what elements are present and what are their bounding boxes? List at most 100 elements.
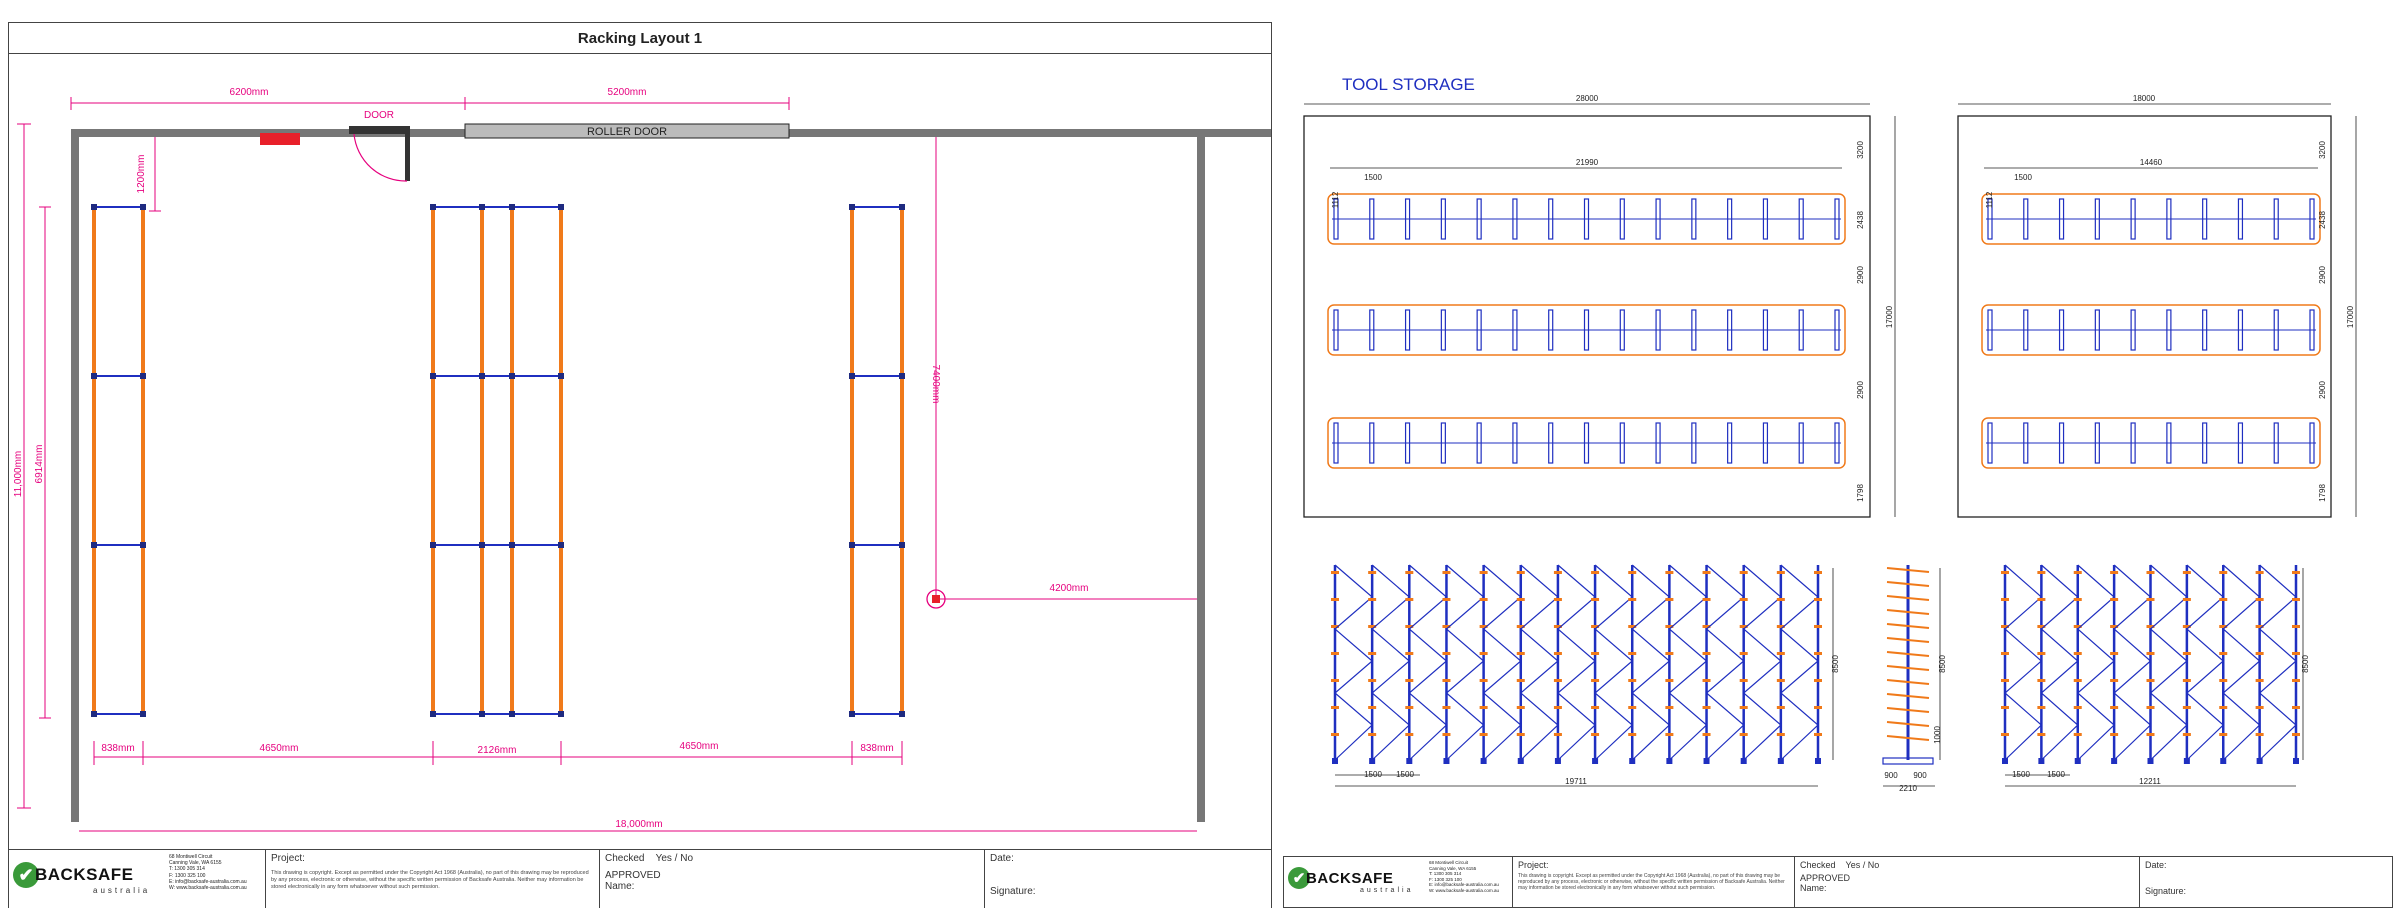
plan-rack-arm	[1440, 309, 1446, 351]
plan-rack-arm	[2273, 198, 2279, 240]
elev-arm	[1591, 598, 1600, 601]
plan-rack-arm	[1583, 309, 1590, 351]
plan-rack-arm	[2309, 198, 2315, 240]
svg-text:1798: 1798	[1856, 484, 1865, 502]
plan-rack-arm	[1727, 198, 1733, 240]
plan-rack-arm	[1655, 422, 1661, 464]
elev-arm	[1702, 679, 1711, 682]
checked-cell: Checked Yes / No APPROVED Name:	[599, 850, 984, 908]
elev-arm	[1814, 652, 1822, 655]
elev-bracing	[1482, 564, 1522, 761]
elev-bracing	[1631, 564, 1671, 761]
elev-foot	[1815, 758, 1821, 764]
elev-arm	[2001, 706, 2009, 709]
elev-arm	[1516, 706, 1525, 709]
plan-rack-arm	[1834, 198, 1840, 240]
svg-text:19711: 19711	[1565, 777, 1587, 786]
plan-rack-arm	[1583, 198, 1590, 240]
door-frame	[349, 126, 409, 134]
elev-foot	[1592, 758, 1599, 764]
rack-node	[899, 373, 905, 379]
elev-bracing	[1779, 564, 1819, 761]
plan-rack-arm	[1333, 198, 1339, 240]
rack-upright	[559, 207, 563, 714]
elev-arm	[2110, 679, 2119, 682]
elev-foot	[2074, 758, 2081, 764]
elev-foot	[1369, 758, 1376, 764]
elev-arm	[1591, 706, 1600, 709]
plan-rack-arm	[2273, 309, 2279, 351]
elev-arm	[2037, 571, 2046, 574]
elev-arm	[2255, 598, 2264, 601]
elev-arm	[1331, 679, 1339, 682]
side-arm	[1886, 609, 1930, 615]
elev-arm	[1553, 625, 1562, 628]
plan-rack-arm	[1727, 422, 1733, 464]
plan-right-outline	[1957, 115, 2332, 518]
side-base	[1882, 757, 1934, 765]
elev-arm	[2292, 652, 2300, 655]
plan-rack-arm	[1333, 309, 1339, 351]
plan-rack-arm	[1619, 198, 1625, 240]
elev-arm	[2001, 733, 2009, 736]
brand-logo: ✔ BACKSAFE australia	[13, 862, 147, 895]
elev-arm	[2001, 598, 2009, 601]
rack-node	[140, 542, 146, 548]
elev-arm	[1516, 571, 1525, 574]
elev-arm	[1739, 679, 1748, 682]
rack-upright	[480, 207, 484, 714]
svg-text:3200: 3200	[2318, 141, 2327, 159]
svg-text:2210: 2210	[1899, 784, 1917, 793]
roller-door-label: ROLLER DOOR	[587, 126, 667, 138]
elev-bracing	[1668, 564, 1708, 761]
elev-arm	[1665, 679, 1674, 682]
rack-node	[430, 542, 436, 548]
elev-arm	[2219, 625, 2228, 628]
elev-arm	[1479, 733, 1488, 736]
plan-rack-arm	[2094, 198, 2100, 240]
elev-arm	[1331, 625, 1339, 628]
elev-bracing	[1557, 564, 1596, 761]
plan-rack-arm	[1834, 309, 1840, 351]
elev-arm	[1442, 625, 1451, 628]
svg-text:1200mm: 1200mm	[136, 155, 147, 194]
svg-text:900: 900	[1884, 771, 1898, 780]
elev-arm	[2255, 706, 2264, 709]
rack-node	[849, 204, 855, 210]
svg-text:1000: 1000	[1933, 726, 1942, 744]
rack-node	[479, 373, 485, 379]
racking-layout-sheet: Racking Layout 1 ROLLER DOOR	[8, 22, 1272, 908]
plan-rack-arm	[2309, 309, 2315, 351]
elev-arm	[1814, 733, 1822, 736]
elev-arm	[1368, 598, 1377, 601]
plan-rack-row	[1981, 193, 2321, 245]
elev-bracing	[2113, 564, 2152, 761]
plan-rack-arm	[2058, 422, 2065, 464]
elev-bracing	[2258, 564, 2297, 761]
rack-node	[479, 204, 485, 210]
elev-foot	[2183, 758, 2190, 764]
elev-arm	[1331, 733, 1339, 736]
elev-arm	[2182, 706, 2191, 709]
elev-arm	[2073, 571, 2082, 574]
project-cell: Project: This drawing is copyright. Exce…	[265, 850, 599, 908]
elev-arm	[1479, 625, 1488, 628]
elev-arm	[1628, 625, 1637, 628]
elev-arm	[2182, 571, 2191, 574]
rack-node	[509, 711, 515, 717]
elev-foot	[1480, 758, 1487, 764]
elev-foot	[2002, 758, 2008, 764]
elev-arm	[1368, 733, 1377, 736]
elev-arm	[2110, 706, 2119, 709]
elev-arm	[1553, 598, 1562, 601]
elev-arm	[1553, 706, 1562, 709]
elev-arm	[1702, 733, 1711, 736]
elev-arm	[2037, 652, 2046, 655]
elev-foot	[2038, 758, 2045, 764]
plan-rack-arm	[2166, 309, 2172, 351]
plan-rack-arm	[2166, 198, 2172, 240]
svg-text:1500: 1500	[1396, 770, 1414, 779]
elev-arm	[2219, 706, 2228, 709]
